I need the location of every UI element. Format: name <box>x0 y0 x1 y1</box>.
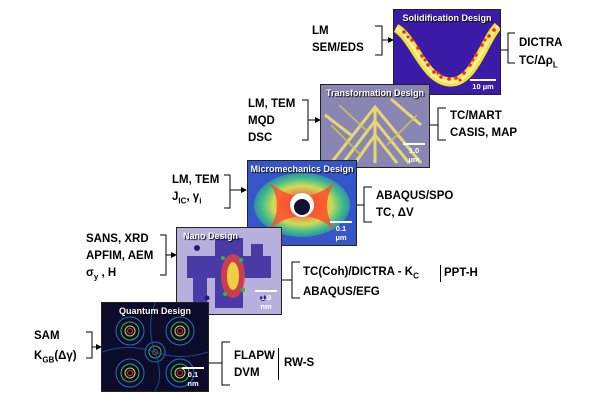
solidification-outputs: DICTRA TC/ΔρL <box>519 34 562 74</box>
nano-atom-map <box>177 228 281 314</box>
nano-output-separator <box>440 265 441 282</box>
nano-output-1: TC(Coh)/DICTRA - KC <box>303 266 419 281</box>
micromechanics-input-bracket <box>224 174 231 209</box>
micromechanics-stress-map <box>248 161 356 245</box>
micromechanics-output-1: ABAQUS/SPO <box>376 190 454 202</box>
solidification-output-2: TC/ΔρL <box>519 55 558 70</box>
micromechanics-outputs: ABAQUS/SPO TC, ΔV <box>376 188 453 222</box>
quantum-output-separator <box>278 348 279 380</box>
solidification-input-2: SEM/EDS <box>312 42 364 54</box>
transformation-input-bracket <box>302 99 309 141</box>
transformation-scale-bar: 1.0 µm <box>403 143 425 164</box>
quantum-design-panel: Quantum Design 0.1 nm <box>101 302 209 392</box>
transformation-outputs: TC/MART CASIS, MAP <box>450 108 517 142</box>
transformation-inputs: LM, TEM MQD DSC <box>248 96 295 147</box>
quantum-inputs: SAM KGB(Δγ) <box>34 326 77 370</box>
nano-input-1: SANS, XRD <box>86 233 149 245</box>
nano-inputs: SANS, XRD APFIM, AEM σy , H <box>86 231 153 285</box>
quantum-output-side: RW-S <box>284 357 315 369</box>
transformation-output-2: CASIS, MAP <box>450 127 518 139</box>
quantum-scale-label: 0.1 nm <box>187 370 199 388</box>
micromechanics-design-title: Micromechanics Design <box>250 164 354 174</box>
transformation-output-1: TC/MART <box>450 110 502 122</box>
transformation-micrograph <box>321 85 429 167</box>
solidification-input-1: LM <box>312 25 329 37</box>
transformation-input-1: LM, TEM <box>248 98 296 110</box>
micromechanics-input-2: JIC, γi <box>172 191 202 206</box>
quantum-input-bracket <box>86 331 93 359</box>
micromechanics-output-bracket <box>363 186 372 223</box>
quantum-input-1: SAM <box>34 330 60 342</box>
solidification-scale-label: 10 µm <box>472 82 494 91</box>
nano-output-bracket <box>291 261 300 299</box>
solidification-inputs: LM SEM/EDS <box>312 23 364 57</box>
nano-output-2: ABAQUS/EFG <box>303 286 380 299</box>
transformation-design-panel: Transformation Design 1.0 µm <box>320 84 430 168</box>
quantum-output-2: DVM <box>234 367 260 379</box>
nano-outputs: TC(Coh)/DICTRA - KC ABAQUS/EFG <box>303 264 419 301</box>
nano-design-panel: Nano Design 1.0 nm <box>176 227 282 315</box>
quantum-design-title: Quantum Design <box>118 306 191 316</box>
transformation-design-title: Transformation Design <box>325 88 424 98</box>
transformation-input-3: DSC <box>248 132 273 144</box>
nano-scale-label: 1.0 nm <box>260 293 272 311</box>
nano-scale-bar: 1.0 nm <box>255 290 277 311</box>
micromechanics-scale-bar: 0.1 µm <box>330 221 352 242</box>
solidification-output-bracket <box>507 32 515 64</box>
nano-input-3: σy , H <box>86 267 117 282</box>
transformation-output-bracket <box>437 107 446 141</box>
nano-input-bracket <box>160 234 167 276</box>
quantum-charge-density-map <box>102 303 208 391</box>
quantum-output-1: FLAPW <box>234 350 275 362</box>
solidification-input-bracket <box>375 25 383 56</box>
micromechanics-input-1: LM, TEM <box>172 174 220 186</box>
solidification-design-panel: Solidification Design 10 µm <box>393 9 501 95</box>
solidification-output-1: DICTRA <box>519 37 563 49</box>
nano-input-2: APFIM, AEM <box>86 250 154 262</box>
quantum-scale-bar: 0.1 nm <box>182 367 204 388</box>
nano-design-title: Nano Design <box>183 231 239 241</box>
transformation-input-2: MQD <box>248 115 275 127</box>
micromechanics-output-2: TC, ΔV <box>376 207 414 219</box>
nano-output-side: PPT-H <box>444 267 478 279</box>
solidification-design-title: Solidification Design <box>402 13 492 23</box>
micromechanics-inputs: LM, TEM JIC, γi <box>172 172 219 209</box>
quantum-outputs: FLAPW DVM <box>234 348 275 382</box>
quantum-input-2: KGB(Δγ) <box>34 350 77 365</box>
micromechanics-design-panel: Micromechanics Design 0.1 µm <box>247 160 357 246</box>
transformation-scale-label: 1.0 µm <box>408 146 420 164</box>
solidification-scale-bar: 10 µm <box>470 79 496 91</box>
micromechanics-scale-label: 0.1 µm <box>335 224 347 242</box>
quantum-output-bracket <box>221 341 230 386</box>
